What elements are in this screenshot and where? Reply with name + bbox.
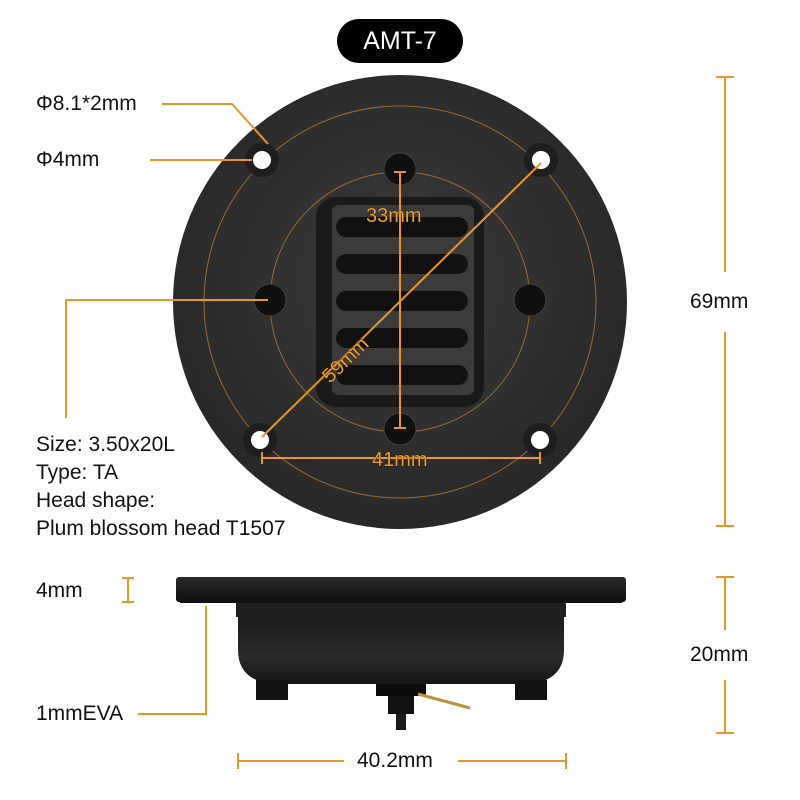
side-dimension-lines <box>122 576 734 769</box>
side-view <box>122 576 734 769</box>
ribbon-grille <box>336 217 468 385</box>
rear-cup <box>238 617 564 684</box>
flange-thickness-label: 4mm <box>36 579 83 602</box>
dim-41mm: 41mm <box>372 449 428 471</box>
screw-head-shape-label: Head shape: <box>36 489 156 512</box>
depth-label: 20mm <box>690 643 749 666</box>
screw-size: Size: 3.50x20L <box>36 433 175 456</box>
flange <box>176 577 626 602</box>
body-width-label: 40.2mm <box>357 749 433 772</box>
top-view: 33mm 59mm 41mm <box>65 75 734 529</box>
top-dimension-lines <box>65 76 734 527</box>
screw-spec-block: Size: 3.50x20L Type: TA Head shape: Plum… <box>36 431 285 543</box>
screw-type: Type: TA <box>36 461 119 484</box>
hole-inner-diameter-label: Φ4mm <box>36 148 100 171</box>
screw-head-shape-value: Plum blossom head T1507 <box>36 517 286 540</box>
gasket-label: 1mmEVA <box>36 702 124 725</box>
overall-height-label: 69mm <box>690 290 749 313</box>
eva-gasket <box>180 600 622 603</box>
hole-outer-diameter-label: Φ8.1*2mm <box>36 92 137 115</box>
model-title-badge: AMT-7 <box>337 19 463 63</box>
dim-33mm: 33mm <box>366 205 422 227</box>
